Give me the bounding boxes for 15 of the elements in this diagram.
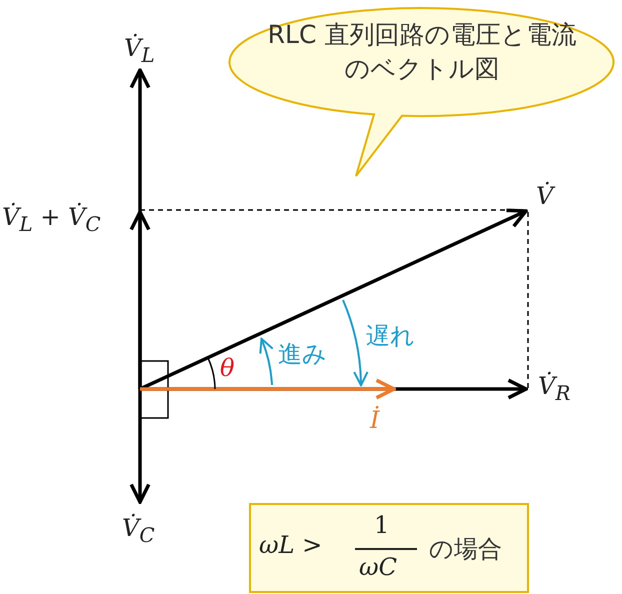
- numerator-text: 1: [374, 511, 390, 539]
- condition-box: [249, 503, 529, 593]
- denominator-text: ωC: [359, 553, 397, 581]
- vector-label: V̇$_{L}$: [124, 34, 155, 67]
- current-label: İ: [370, 406, 380, 434]
- title-text: RLC 直列回路の電圧と電流のベクトル図: [266, 19, 578, 85]
- lead-label: 進み: [278, 339, 327, 370]
- angle-label: θ: [220, 354, 234, 382]
- vector-label: V̇$_{R}$: [538, 372, 570, 405]
- condition-text: の場合: [429, 534, 502, 565]
- vector-label: V̇$_{L}$ + V̇$_{C}$: [2, 203, 101, 236]
- vector-label: V̇: [536, 182, 554, 210]
- vector-label: V̇$_{C}$: [122, 514, 155, 547]
- formula-text: ωL >: [259, 531, 322, 559]
- lag-label: 遅れ: [366, 321, 415, 352]
